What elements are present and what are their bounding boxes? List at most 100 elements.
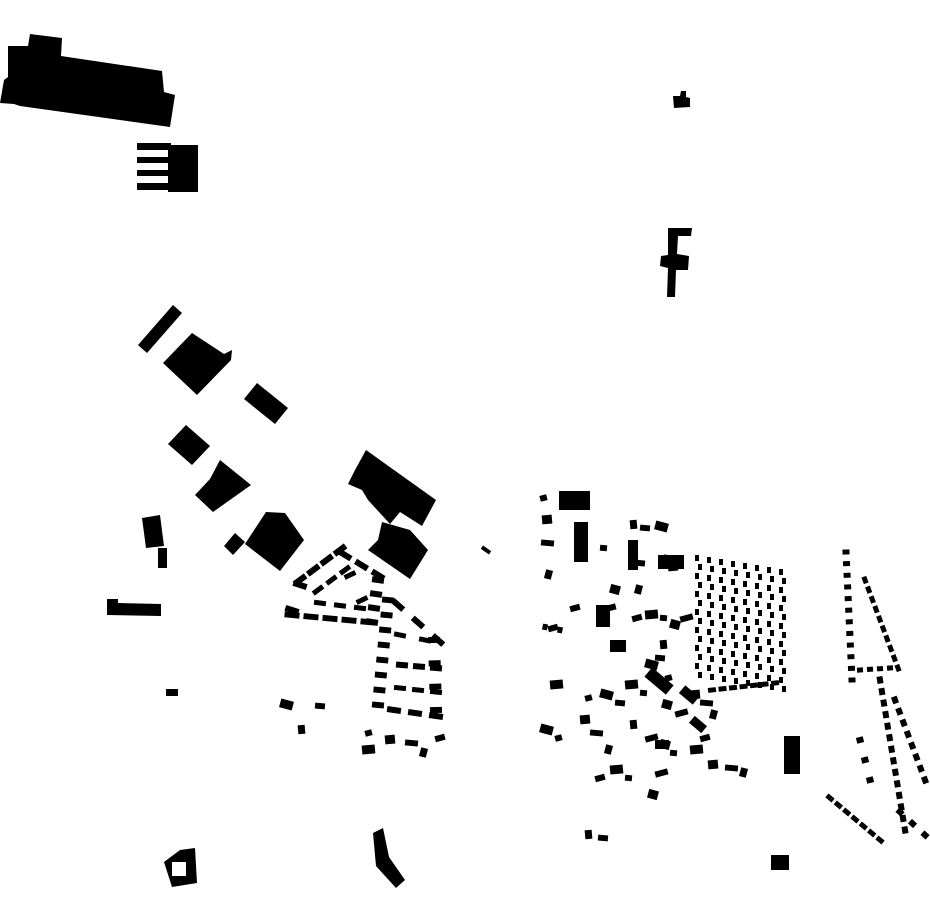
building-small [758,664,762,670]
building-small [386,706,402,714]
building-small [371,576,385,584]
building-small [631,613,643,623]
building-diagonal [245,512,304,571]
building-industrial-hall [0,34,175,127]
building-small [689,744,704,755]
building-small [782,650,786,656]
building-small [767,621,771,627]
building-small [895,807,905,817]
buildings-layer [0,34,800,888]
building-small [654,768,669,778]
building-small [920,775,930,785]
building-small [429,688,443,696]
building-small [845,607,853,613]
building-small [879,624,887,634]
building-small [376,656,389,664]
building-small [770,630,774,636]
building-small [628,540,638,570]
building-small [297,724,306,735]
building-small [738,767,749,778]
building-small [624,679,639,690]
building-small [355,595,369,605]
building-small [707,575,711,581]
building-small [673,91,690,108]
building-small-diagonal [224,533,245,555]
building-small [722,586,726,592]
building-small [868,595,876,604]
building-small [842,549,850,555]
building-small [770,666,774,672]
building-small [722,604,726,610]
building-diagonal [195,460,251,512]
building-small [707,665,711,671]
building-small [589,729,604,737]
building-complex-annex [368,522,428,579]
building-small [861,575,869,585]
building-large-diagonal [163,333,232,395]
building-small [654,520,669,533]
building-small [395,661,409,669]
building-small [343,570,357,580]
building-small [698,564,702,570]
building-small [749,682,759,689]
building-small [743,563,747,569]
building-small [770,594,774,600]
building-small [659,614,668,622]
building-small [746,608,750,614]
building-small [779,659,783,665]
building-small [427,636,441,644]
building-small [333,602,347,609]
building-small [292,580,308,590]
building-small [899,814,907,823]
building-small [755,565,759,571]
building-small [743,599,747,605]
building-small [569,603,581,613]
building-small [755,583,759,589]
building-small [912,752,921,762]
building [142,515,164,548]
building-small [731,579,735,585]
building-small [894,663,902,673]
building-small [311,584,325,596]
building-small [698,582,702,588]
building-small [698,636,702,642]
building-small [654,654,666,662]
building-small [378,626,392,634]
building-small [707,557,711,563]
building-small [886,665,894,671]
building-small [710,566,714,572]
building-small [695,645,699,651]
building-small [755,601,759,607]
building-small [846,630,854,637]
building-small [393,684,407,692]
building-small [541,514,553,525]
building-small [889,756,897,765]
building-small [341,616,357,624]
building-small [719,667,723,673]
building-small [880,699,888,708]
building [373,828,405,888]
building-small [429,683,442,690]
building-small [734,678,738,684]
building-small [644,733,659,743]
building-small [876,665,884,672]
building [784,736,800,774]
building-small [710,656,714,662]
building-small [895,791,903,800]
building-small [707,647,711,653]
building-small [743,635,747,641]
building-small [584,694,593,702]
building-small [899,718,908,728]
building-small [610,640,626,652]
building-small [887,644,895,653]
building-small [779,677,783,683]
building-small [428,712,444,720]
building-small [743,671,747,677]
building-small [695,663,699,669]
building [166,689,178,696]
building-small [722,568,726,574]
building-small [303,613,319,621]
building-small [893,779,901,788]
building-small [770,576,774,582]
